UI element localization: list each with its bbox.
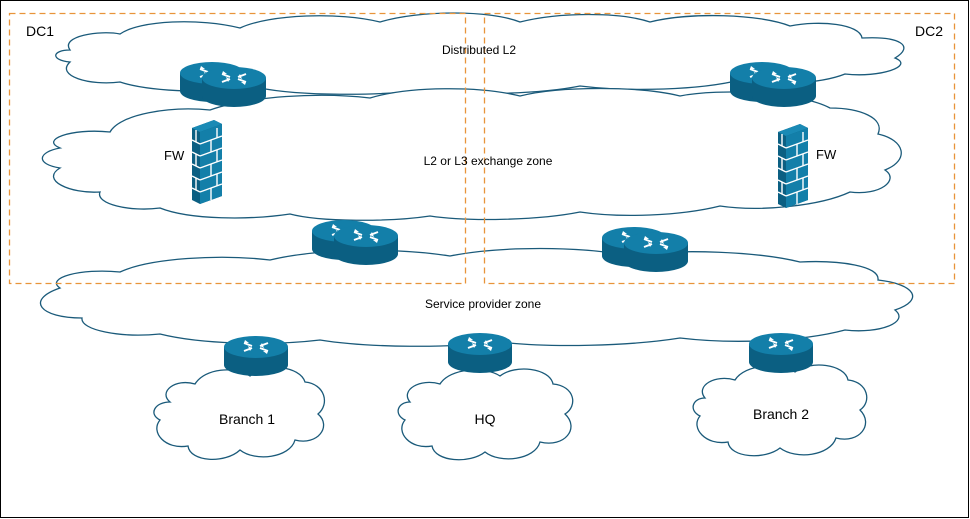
branch2-router <box>748 332 814 374</box>
branch1-router <box>223 335 289 377</box>
dc2-boundary <box>483 12 956 285</box>
exchange-zone-cloud <box>41 87 902 221</box>
hq-router <box>447 332 513 374</box>
branch1-label: Branch 1 <box>218 411 276 427</box>
dc1-boundary <box>8 12 467 285</box>
dc2-firewall-label: FW <box>816 147 837 162</box>
branch1-cloud <box>153 366 326 461</box>
service-provider-zone-label: Service provider zone <box>424 297 542 311</box>
dc1-firewall-label: FW <box>164 148 185 163</box>
distributed-l2-label: Distributed L2 <box>441 43 517 57</box>
branch2-label: Branch 2 <box>752 406 810 422</box>
exchange-zone-label: L2 or L3 exchange zone <box>423 154 553 168</box>
dc1-firewall-icon <box>191 119 223 205</box>
dc1-label: DC1 <box>26 23 55 39</box>
hq-label: HQ <box>474 411 496 427</box>
dc2-label: DC2 <box>915 23 944 39</box>
dc2-firewall-icon <box>777 123 809 209</box>
